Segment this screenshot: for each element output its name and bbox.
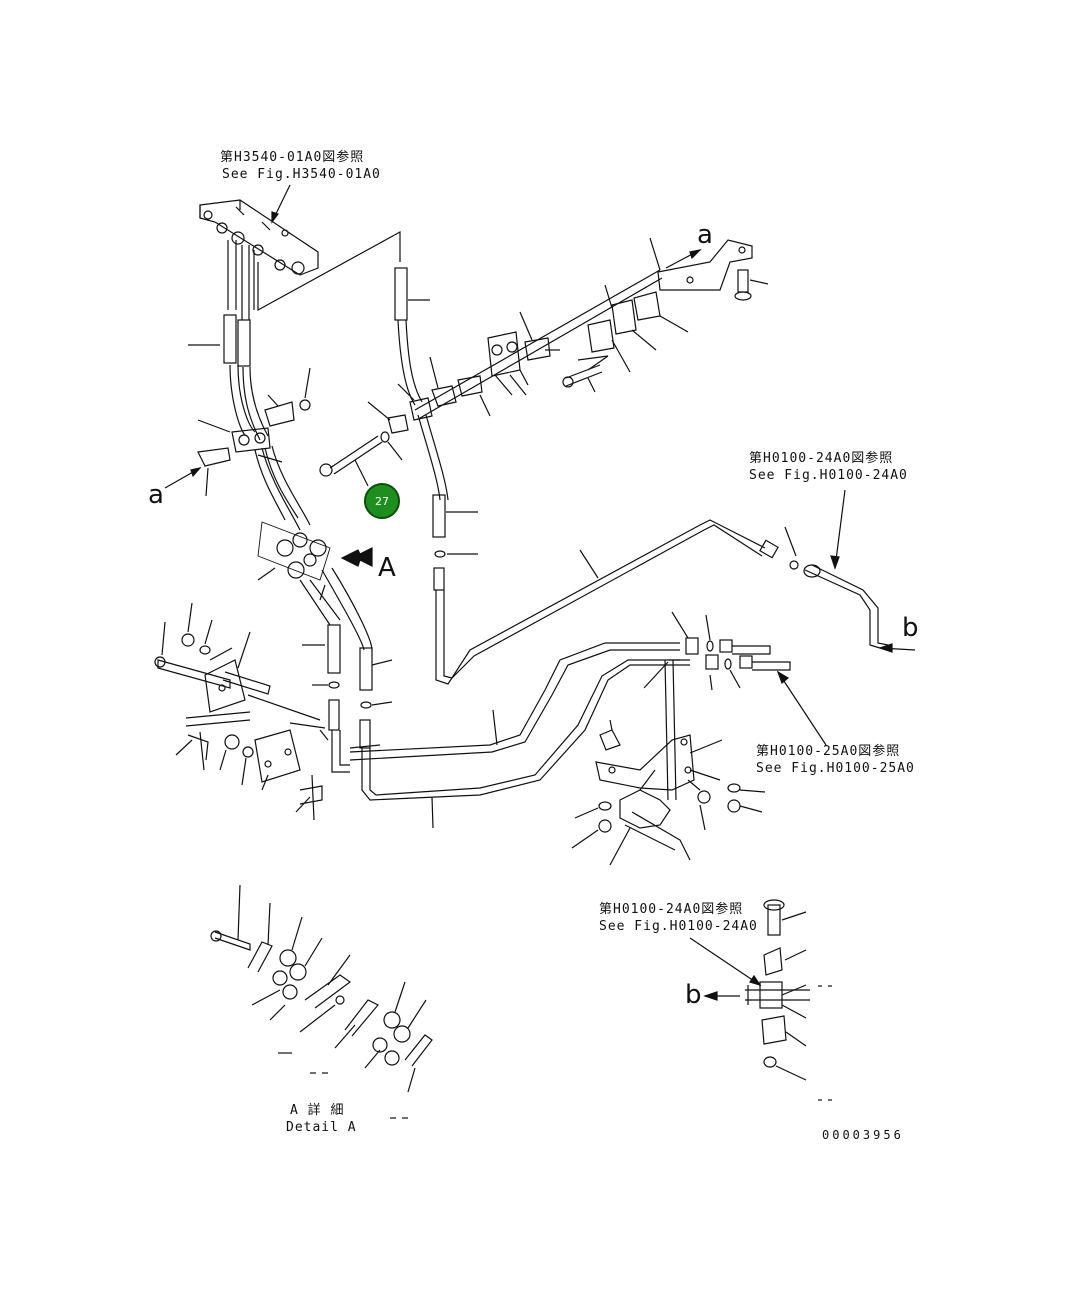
central-clamp-block — [257, 521, 373, 651]
upper-pipe — [394, 267, 799, 685]
pipe-fittings-center — [302, 624, 690, 829]
ref-right-middle-en: See Fig.H0100-25A0 — [756, 761, 915, 776]
ref-top-en: See Fig.H3540-01A0 — [222, 167, 381, 182]
ref-right-upper-en: See Fig.H0100-24A0 — [749, 468, 908, 483]
detail-a-en: Detail A — [286, 1120, 357, 1135]
lower-right-bracket — [571, 659, 766, 866]
ref-bottom-right-en: See Fig.H0100-24A0 — [599, 919, 758, 934]
view-arrow-a — [340, 547, 373, 567]
ref-right-middle-jp: 第H0100-25A0図参照 — [756, 744, 901, 759]
ref-top-jp: 第H3540-01A0図参照 — [220, 150, 365, 165]
right-fittings — [671, 611, 827, 746]
hose-b — [803, 489, 916, 653]
ref-bottom-right-jp: 第H0100-24A0図参照 — [599, 902, 744, 917]
marker-a-top: a — [697, 220, 713, 250]
marker-b-bottom: b — [685, 980, 702, 1010]
upper-right-clamps — [319, 237, 769, 487]
ref-right-upper-jp: 第H0100-24A0図参照 — [749, 451, 894, 466]
drawing-number: 00003956 — [822, 1128, 904, 1142]
detail-a-jp: A 詳 細 — [290, 1103, 345, 1118]
detail-a-drawing — [210, 884, 433, 1119]
part-callout-27[interactable]: 27 — [364, 483, 400, 519]
lower-left-bracket — [154, 602, 329, 821]
marker-a-left: a — [148, 480, 164, 510]
marker-b-right: b — [902, 613, 919, 643]
marker-view-a: A — [378, 553, 396, 583]
bottom-right-detail — [689, 899, 832, 1101]
left-pipes — [164, 240, 311, 531]
manifold-block — [199, 199, 319, 276]
